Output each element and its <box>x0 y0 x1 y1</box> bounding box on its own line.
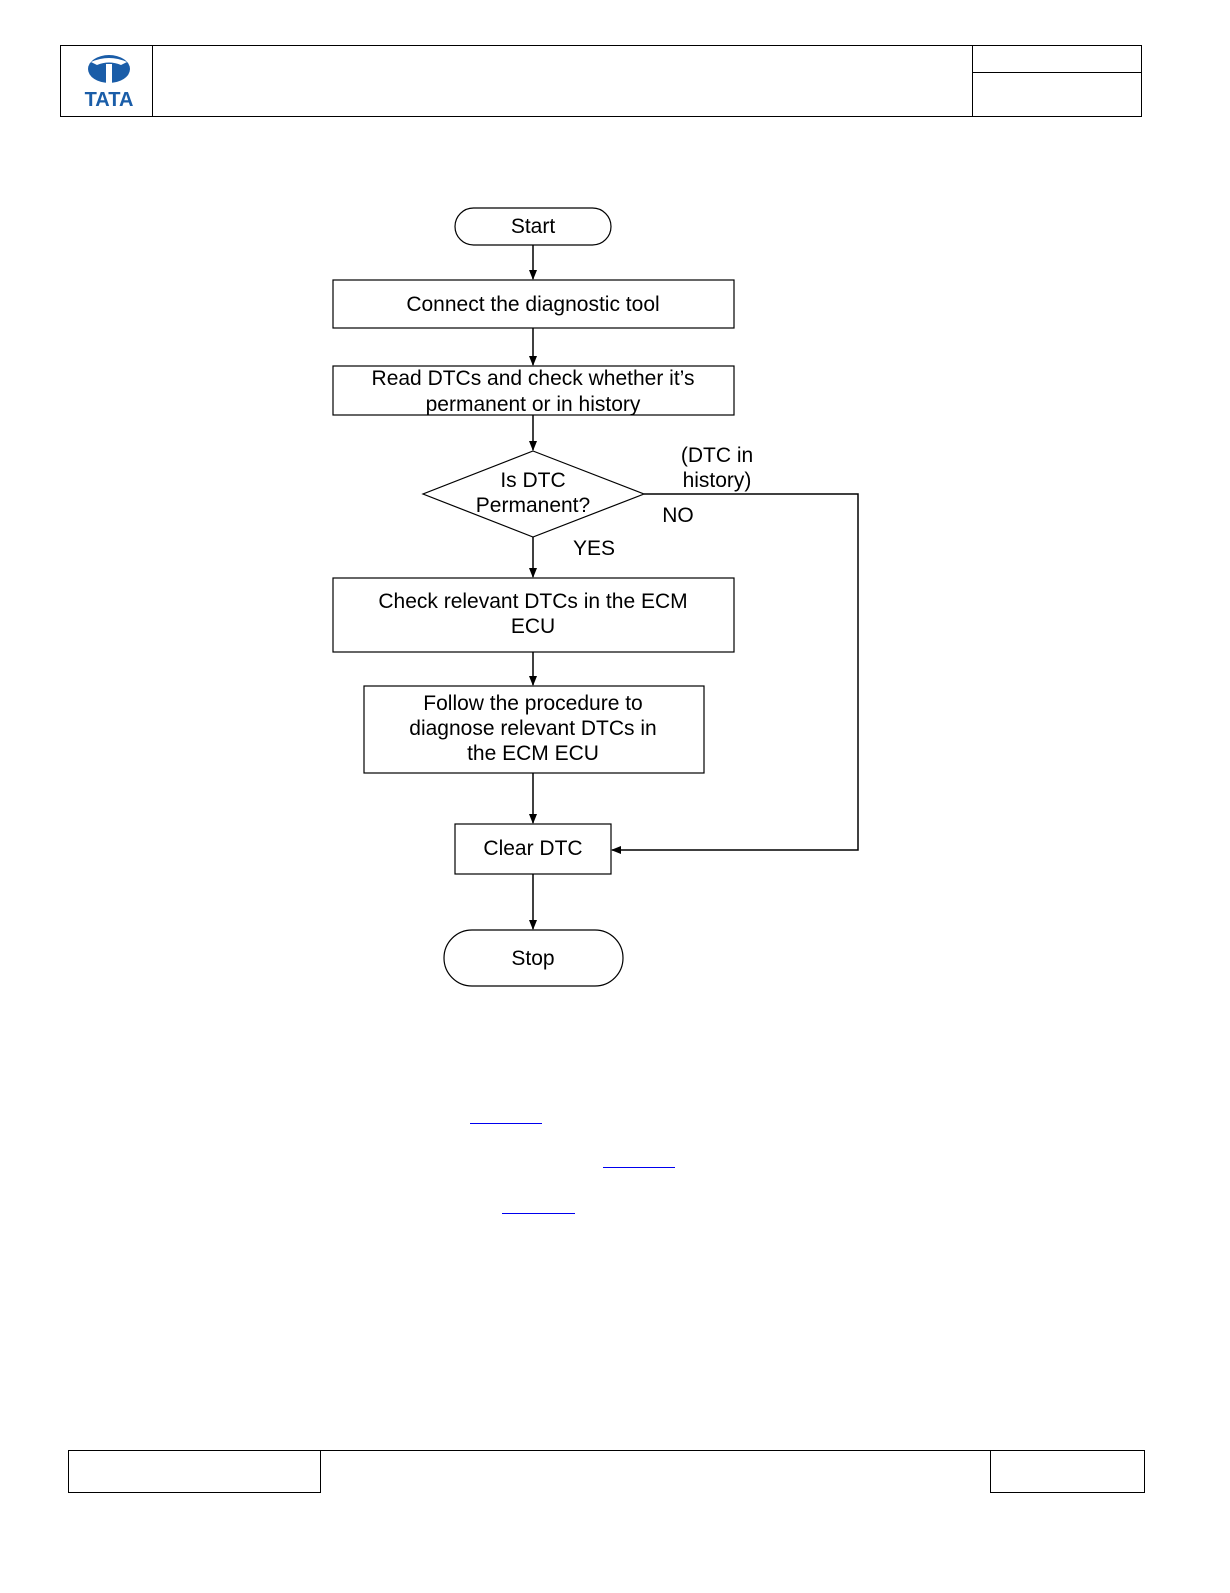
read-dtcs-step: Read DTCs and check whether it’s permane… <box>332 365 735 416</box>
header-right-top-cell <box>972 45 1142 73</box>
stop-label: Stop <box>511 947 554 970</box>
logo-text: TATA <box>85 89 134 111</box>
header-right-bottom-cell <box>972 72 1142 117</box>
follow-label-line1: Follow the procedure to <box>423 692 642 715</box>
connect-tool-step: Connect the diagnostic tool <box>332 279 735 329</box>
check-label-line1: Check relevant DTCs in the ECM <box>378 590 687 613</box>
footer-right-cell <box>990 1450 1145 1493</box>
clear-dtc-step: Clear DTC <box>454 823 612 875</box>
start-node: Start <box>454 207 612 246</box>
start-label: Start <box>511 215 556 238</box>
history-label-line1: (DTC in <box>681 444 753 467</box>
check-label-line2: ECU <box>511 615 555 638</box>
header-logo-cell: TATA <box>60 45 153 117</box>
reference-link-2[interactable] <box>603 1167 675 1168</box>
follow-procedure-step: Follow the procedure to diagnose relevan… <box>363 685 705 774</box>
header-title-cell <box>152 45 973 117</box>
dtc-permanent-decision: Is DTC Permanent? <box>421 450 646 538</box>
history-label-line2: history) <box>683 469 752 492</box>
check-relevant-dtcs-step: Check relevant DTCs in the ECM ECU <box>332 577 735 653</box>
footer-middle-rule <box>320 1450 991 1451</box>
follow-label-line2: diagnose relevant DTCs in <box>409 717 656 740</box>
follow-label-line3: the ECM ECU <box>467 742 599 765</box>
yes-label: YES <box>573 537 615 560</box>
no-label: NO <box>662 504 694 527</box>
footer-left-cell <box>68 1450 321 1493</box>
clear-dtc-label: Clear DTC <box>483 837 582 860</box>
reference-link-1[interactable] <box>470 1123 542 1124</box>
tata-logo-icon: TATA <box>85 55 134 111</box>
decision-label-line1: Is DTC <box>500 469 565 492</box>
connect-tool-label: Connect the diagnostic tool <box>406 293 659 316</box>
stop-node: Stop <box>443 929 624 987</box>
arrow-no-branch-to-clear <box>611 493 859 854</box>
read-dtcs-label-line2: permanent or in history <box>426 393 641 416</box>
reference-link-3[interactable] <box>502 1213 575 1214</box>
decision-label-line2: Permanent? <box>476 494 590 517</box>
diagnostic-flowchart: Start Connect the diagnostic tool Read D… <box>332 207 859 987</box>
read-dtcs-label-line1: Read DTCs and check whether it’s <box>372 367 695 390</box>
